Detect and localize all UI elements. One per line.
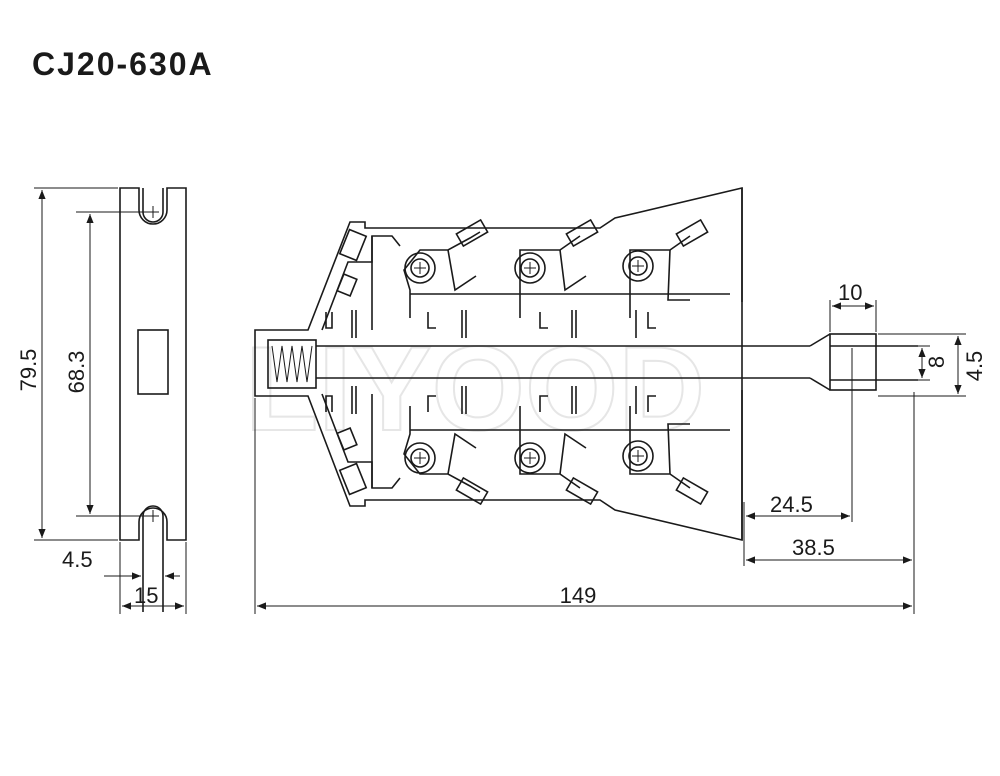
bottom-slot xyxy=(142,505,164,612)
watermark-text: LIYOOD xyxy=(245,322,705,456)
screw-icon xyxy=(514,442,546,474)
spring-housing xyxy=(267,339,317,389)
screw-icon xyxy=(622,440,654,472)
side-view-window xyxy=(137,329,169,395)
dim-label-tip-thickness: 4.5 xyxy=(962,351,987,382)
dim-label-height-total: 79.5 xyxy=(16,349,41,392)
dim-label-tip-width: 10 xyxy=(838,280,862,305)
dim-label-height-slots: 68.3 xyxy=(64,351,89,394)
screw-icon xyxy=(404,252,436,284)
dim-label-base-width: 15 xyxy=(134,583,158,608)
screw-icon xyxy=(404,442,436,474)
front-view: 10 8 4.5 24.5 38.5 149 xyxy=(254,186,987,614)
dim-label-shaft-extension: 38.5 xyxy=(792,535,835,560)
side-view-outline xyxy=(119,187,187,541)
dim-label-tip-offset: 24.5 xyxy=(770,492,813,517)
screw-icon xyxy=(622,250,654,282)
contact-row-top xyxy=(321,218,730,338)
dim-label-tip-height: 8 xyxy=(924,356,949,368)
contact-row-bottom xyxy=(321,386,730,506)
side-view: 79.5 68.3 4.5 15 xyxy=(16,187,187,614)
dim-label-overall-length: 149 xyxy=(560,583,597,608)
drawing-title: CJ20-630A xyxy=(32,46,214,82)
screw-icon xyxy=(514,252,546,284)
shaft-tip xyxy=(829,333,877,391)
spring-icon xyxy=(271,345,313,383)
top-slot xyxy=(142,188,164,223)
dim-label-slot-width: 4.5 xyxy=(62,547,93,572)
